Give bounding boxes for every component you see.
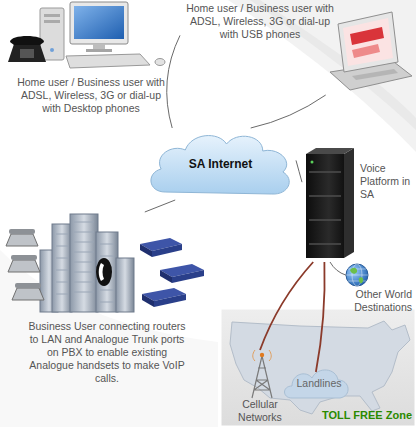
- drive-slot: [44, 14, 60, 17]
- analogue-handsets: [6, 229, 44, 300]
- router-side: [160, 270, 172, 283]
- mouse: [155, 59, 165, 66]
- router-front: [172, 270, 204, 283]
- monitor: [70, 2, 128, 44]
- server-side: [344, 148, 354, 258]
- node-text: Cellular Networks: [236, 398, 284, 424]
- map-panel: [220, 308, 416, 427]
- laptop-keys: [352, 69, 398, 80]
- tower-block: [52, 224, 72, 312]
- router-front: [152, 244, 182, 257]
- laptop: [330, 12, 412, 90]
- desk-phone: [8, 44, 46, 62]
- router-side: [140, 244, 152, 257]
- server-led: [311, 161, 314, 164]
- phone-keypad: [20, 49, 34, 58]
- connector-line: [251, 95, 326, 128]
- connector-line: [316, 262, 325, 372]
- world-destinations: Other World Destinations: [346, 262, 414, 322]
- tower-block: [116, 258, 134, 312]
- desktop-user: Home user / Business user with ADSL, Wir…: [2, 0, 180, 118]
- globe: [346, 264, 368, 286]
- node-text: Home user / Business user with ADSL, Wir…: [185, 2, 335, 41]
- radio-waves: [253, 350, 272, 361]
- routers: [140, 238, 204, 307]
- handset: [8, 260, 40, 272]
- node-text: Voice Platform in SA: [360, 162, 414, 201]
- toll-free-zone: TOLL FREE Zone Cellular Networks Landlines: [220, 308, 414, 426]
- globe-land: [350, 268, 363, 283]
- server-top: [306, 148, 354, 154]
- router-side: [142, 294, 154, 307]
- laptop-screen: [343, 18, 393, 66]
- office-building: [40, 214, 134, 312]
- handset-receiver: [11, 255, 37, 260]
- server-rack: [306, 148, 354, 258]
- server-bays: [309, 172, 341, 244]
- laptop-user: Home user / Business user with ADSL, Wir…: [185, 0, 412, 95]
- connector-line: [330, 262, 346, 275]
- power-led: [50, 48, 54, 52]
- node-text: Other World Destinations: [346, 288, 412, 314]
- connector-line: [145, 200, 175, 212]
- monitor-screen: [74, 6, 124, 39]
- tower-beacon: [260, 353, 264, 357]
- handset: [6, 234, 38, 246]
- background-swoosh: [0, 250, 218, 427]
- cell-tower: [252, 356, 272, 398]
- node-text: SA Internet: [145, 157, 296, 172]
- handset: [12, 288, 44, 300]
- tower-block: [70, 214, 98, 312]
- phone-badge-handset: [99, 263, 104, 281]
- landlines: Landlines: [288, 372, 350, 396]
- pc-tower: [40, 8, 64, 60]
- connector-line: [296, 160, 302, 182]
- connector-line: [260, 262, 313, 350]
- screen-graphic: [350, 27, 384, 45]
- phone-handset: [10, 36, 44, 45]
- laptop-lid: [338, 12, 398, 72]
- internet-cloud: SA Internet: [145, 128, 296, 200]
- node-text: Home user / Business user with ADSL, Wir…: [16, 76, 166, 115]
- router-front: [154, 294, 186, 307]
- voice-platform: Voice Platform in SA: [302, 148, 414, 262]
- cellular-networks: Cellular Networks: [236, 350, 284, 426]
- handset-receiver: [9, 229, 35, 234]
- screen-graphic: [352, 44, 380, 58]
- desktop-computer: [8, 2, 165, 68]
- node-text: TOLL FREE Zone: [320, 408, 412, 422]
- phone-badge: [96, 258, 112, 286]
- business-user: Business User connecting routers to LAN …: [2, 212, 212, 388]
- building-windows: [56, 222, 114, 302]
- drive-slot: [44, 20, 60, 23]
- node-text: Landlines: [288, 377, 350, 390]
- globe-sphere: [346, 264, 368, 286]
- monitor-base: [86, 49, 112, 52]
- node-text: Business User connecting routers to LAN …: [27, 320, 187, 385]
- server-front: [306, 154, 344, 258]
- toll-free-map: [220, 308, 416, 427]
- connector-line: [167, 35, 180, 128]
- keyboard: [66, 54, 150, 68]
- handset-receiver: [15, 283, 41, 288]
